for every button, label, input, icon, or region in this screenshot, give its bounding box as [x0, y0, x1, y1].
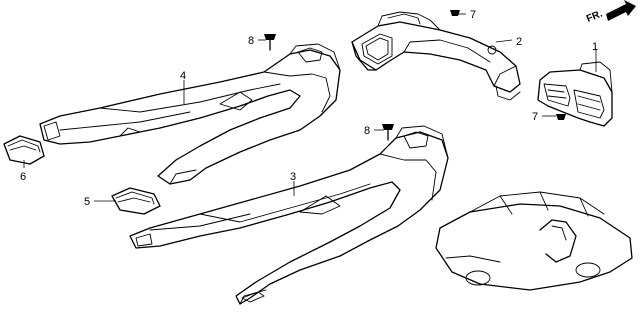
front-direction-marker: FR. — [585, 0, 636, 25]
callout-5: 5 — [84, 196, 90, 208]
part-1-side-vent — [537, 61, 613, 127]
screw-7-lower — [556, 114, 566, 120]
clip-fastener-8-upper — [264, 34, 276, 51]
part-2-upper-duct — [351, 11, 521, 101]
part-4-center-duct — [39, 43, 341, 185]
callout-1: 1 — [592, 41, 598, 53]
callout-8-upper: 8 — [248, 35, 254, 47]
callout-7-lower: 7 — [532, 111, 538, 123]
part-3-rear-duct — [129, 125, 449, 305]
screw-7-upper — [450, 10, 460, 16]
callout-4: 4 — [180, 70, 186, 82]
callout-7-upper: 7 — [470, 9, 476, 21]
callout-8-lower: 8 — [364, 125, 370, 137]
clip-fastener-8-lower — [382, 124, 394, 141]
callout-3: 3 — [290, 171, 296, 183]
part-5-duct-joint — [111, 187, 161, 215]
part-6-duct-joint — [3, 135, 45, 165]
callout-6: 6 — [20, 171, 26, 183]
vehicle-location-inset — [435, 191, 633, 291]
front-arrow-icon — [606, 0, 636, 21]
fr-label: FR. — [585, 8, 604, 24]
leader-lines — [23, 13, 597, 202]
callout-labels: 1 2 3 4 5 6 7 7 8 8 — [20, 9, 598, 208]
callout-2: 2 — [516, 36, 522, 48]
